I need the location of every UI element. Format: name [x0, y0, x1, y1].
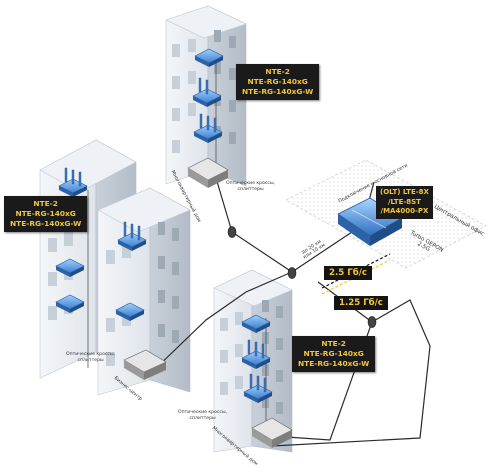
onu-devices: [55, 48, 273, 403]
device-label-left: NTE-2 NTE-RG-140xG NTE-RG-140xG-W: [4, 196, 88, 232]
device-label-line: NTE-RG-140xG: [15, 209, 76, 218]
device-label-line: NTE-RG-140xG-W: [242, 87, 314, 96]
onu-router: [117, 221, 147, 251]
device-label-line: NTE-RG-140xG-W: [10, 219, 82, 228]
building-bottom: [213, 269, 293, 453]
device-label-top: NTE-2 NTE-RG-140xG NTE-RG-140xG-W: [236, 64, 320, 100]
onu-router: [58, 167, 88, 197]
onu-router: [194, 48, 224, 67]
speed-downstream: 2.5 Гб/с: [324, 266, 372, 280]
olt-label-line: (OLT) LTE-8X: [380, 188, 429, 196]
onu-router: [241, 339, 271, 369]
onu-router: [243, 373, 273, 403]
splitter-caption-left: Оптические кроссы, сплиттеры: [66, 352, 116, 363]
olt-label-line: /MA4000-PX: [380, 207, 429, 215]
splitter-box-left: [123, 349, 167, 380]
device-label-line: NTE-RG-140xG: [247, 77, 308, 86]
olt-label: (OLT) LTE-8X /LTE-8ST /MA4000-PX: [376, 186, 433, 219]
splitter-caption-top: Оптические кроссы, сплиттеры: [226, 181, 276, 192]
olt-label-line: /LTE-8ST: [387, 197, 421, 206]
onu-router: [55, 294, 85, 313]
device-label-line: NTE-2: [321, 339, 346, 348]
fiber-coil: [287, 267, 297, 279]
device-label-bottom: NTE-2 NTE-RG-140xG NTE-RG-140xG-W: [292, 336, 376, 372]
device-label-line: NTE-2: [33, 199, 58, 208]
onu-router: [55, 258, 85, 277]
splitter-caption-bottom: Оптические кроссы, сплиттеры: [178, 410, 228, 421]
device-label-line: NTE-RG-140xG: [303, 349, 364, 358]
device-label-line: NTE-2: [265, 67, 290, 76]
olt-device: [337, 197, 403, 246]
building-top: [165, 5, 247, 187]
speed-arrows: [321, 253, 391, 295]
onu-router: [241, 314, 271, 333]
onu-router: [115, 302, 145, 321]
device-label-line: NTE-RG-140xG-W: [298, 359, 370, 368]
onu-router: [193, 113, 223, 143]
splitter-box-top: [187, 157, 229, 188]
splitter-box-bottom: [251, 417, 293, 448]
onu-router: [192, 77, 222, 107]
speed-upstream: 1.25 Гб/с: [334, 296, 388, 310]
fiber-coil: [367, 316, 377, 328]
fiber-coil: [227, 226, 237, 238]
fiber-coils: [227, 226, 377, 328]
